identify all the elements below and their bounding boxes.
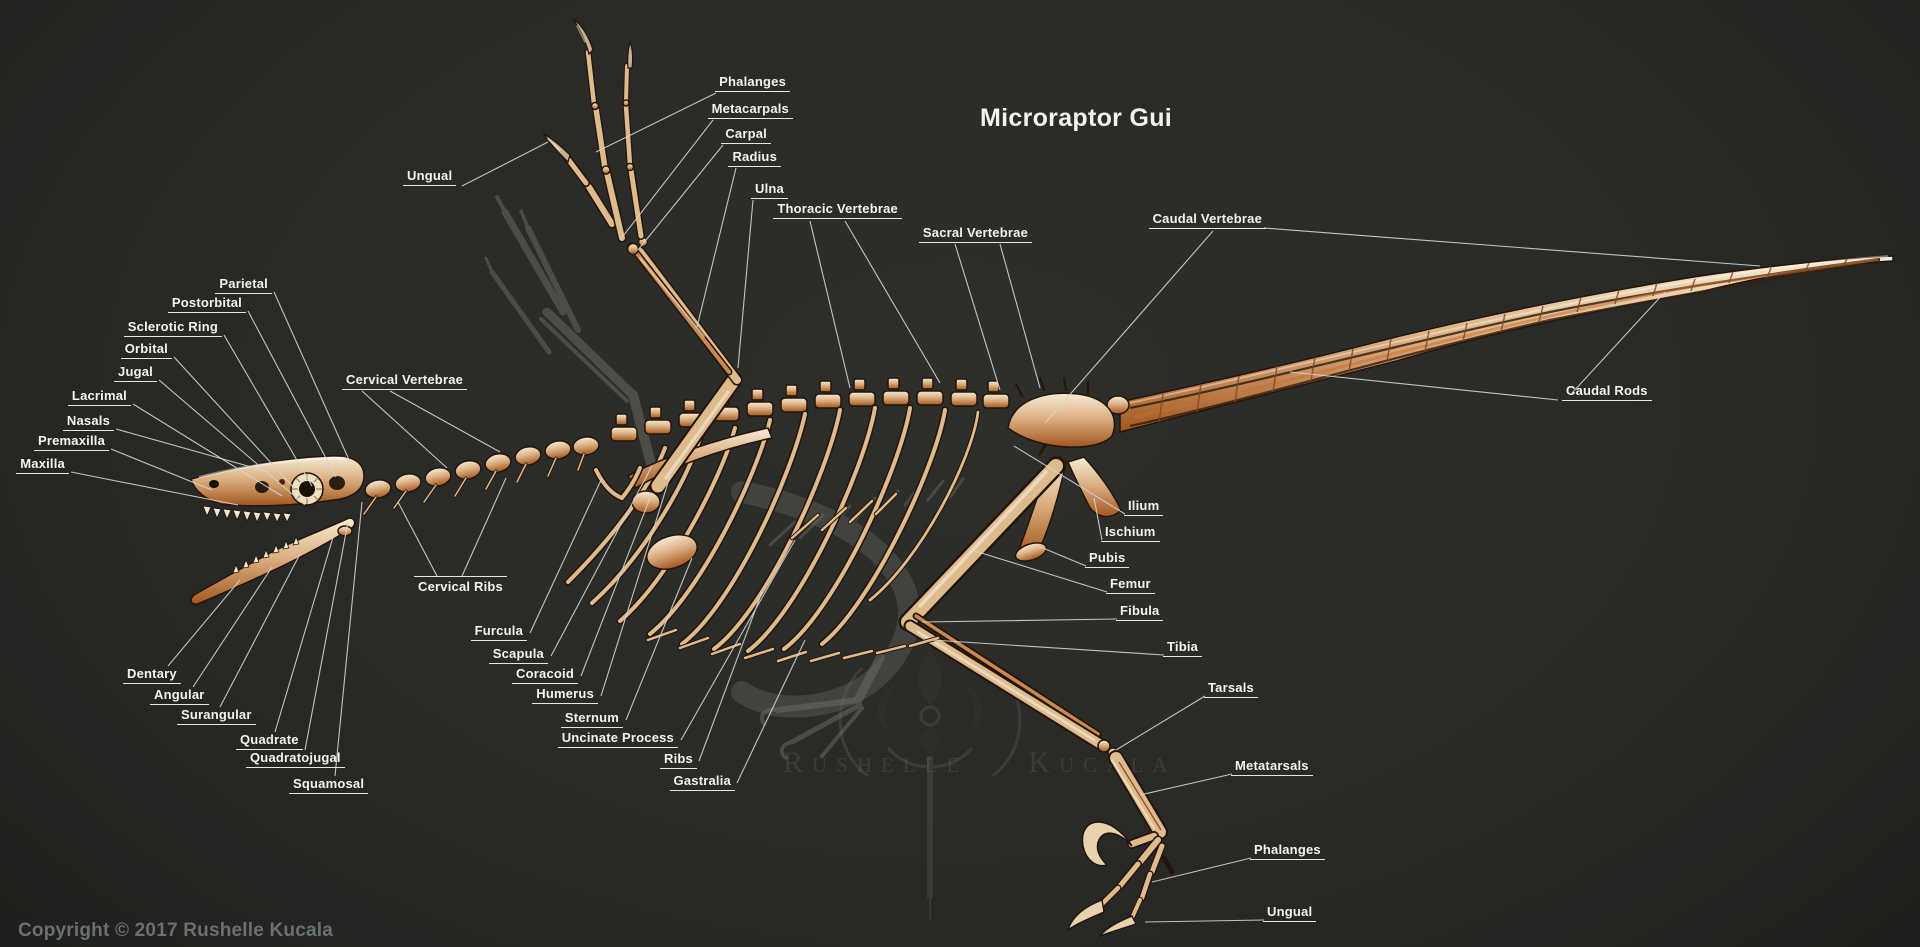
label-thoracic-vertebrae: Thoracic Vertebrae	[773, 201, 902, 219]
label-squamosal: Squamosal	[289, 776, 369, 794]
watermark-artist-name: Rushelle Kucala	[783, 746, 1176, 780]
label-cervical-ribs: Cervical Ribs	[414, 576, 507, 594]
label-gastralia: Gastralia	[669, 773, 735, 791]
label-postorbital: Postorbital	[167, 295, 246, 313]
label-sclerotic-ring: Sclerotic Ring	[123, 319, 222, 337]
label-sternum: Sternum	[560, 710, 623, 728]
label-metacarpals: Metacarpals	[707, 101, 793, 119]
label-furcula: Furcula	[470, 623, 527, 641]
copyright-notice: Copyright © 2017 Rushelle Kucala	[18, 920, 333, 941]
label-coracoid: Coracoid	[512, 666, 578, 684]
skull-group	[190, 455, 365, 605]
label-ungual-hand: Ungual	[403, 168, 457, 186]
label-tarsals: Tarsals	[1204, 680, 1258, 698]
label-quadrate: Quadrate	[236, 732, 303, 750]
label-femur: Femur	[1106, 576, 1155, 594]
label-humerus: Humerus	[532, 686, 598, 704]
label-orbital: Orbital	[120, 341, 172, 359]
label-ribs: Ribs	[660, 751, 697, 769]
label-sacral-vertebrae: Sacral Vertebrae	[918, 225, 1032, 243]
label-ungual-foot: Ungual	[1263, 904, 1317, 922]
label-maxilla: Maxilla	[16, 456, 69, 474]
label-tibia: Tibia	[1163, 639, 1203, 657]
label-jugal: Jugal	[114, 364, 157, 382]
leg-group	[898, 456, 1175, 938]
label-angular: Angular	[150, 687, 209, 705]
torso-group	[564, 377, 1010, 664]
label-fibula: Fibula	[1116, 603, 1164, 621]
label-ischium: Ischium	[1101, 524, 1160, 542]
watermark-last-name: Kucala	[1028, 746, 1177, 779]
label-caudal-vertebrae: Caudal Vertebrae	[1148, 211, 1266, 229]
wing-arm-group	[542, 18, 743, 495]
label-parietal: Parietal	[215, 276, 272, 294]
label-quadratojugal: Quadratojugal	[246, 750, 345, 768]
label-cervical-vertebrae: Cervical Vertebrae	[342, 372, 468, 390]
watermark-first-name: Rushelle	[783, 746, 969, 779]
label-premaxilla: Premaxilla	[33, 433, 109, 451]
label-dentary: Dentary	[123, 666, 181, 684]
label-phalanges-foot: Phalanges	[1250, 842, 1325, 860]
label-scapula: Scapula	[488, 646, 548, 664]
label-nasals: Nasals	[62, 413, 114, 431]
label-ilium: Ilium	[1124, 498, 1164, 516]
label-metatarsals: Metatarsals	[1231, 758, 1313, 776]
pelvis-group	[1007, 377, 1122, 562]
label-lacrimal: Lacrimal	[67, 388, 131, 406]
shadow-foot	[759, 653, 885, 760]
label-uncinate-process: Uncinate Process	[557, 730, 678, 748]
page-title: Microraptor Gui	[980, 104, 1173, 132]
leader-lines	[70, 92, 1761, 923]
label-radius: Radius	[728, 149, 781, 167]
label-surangular: Surangular	[177, 707, 256, 725]
label-caudal-rods: Caudal Rods	[1562, 383, 1652, 401]
label-phalanges-hand: Phalanges	[715, 74, 790, 92]
label-pubis: Pubis	[1085, 550, 1130, 568]
shadow-wing-hand	[484, 195, 657, 473]
label-carpal: Carpal	[721, 126, 771, 144]
label-ulna: Ulna	[751, 181, 788, 199]
neck-group	[362, 436, 600, 516]
